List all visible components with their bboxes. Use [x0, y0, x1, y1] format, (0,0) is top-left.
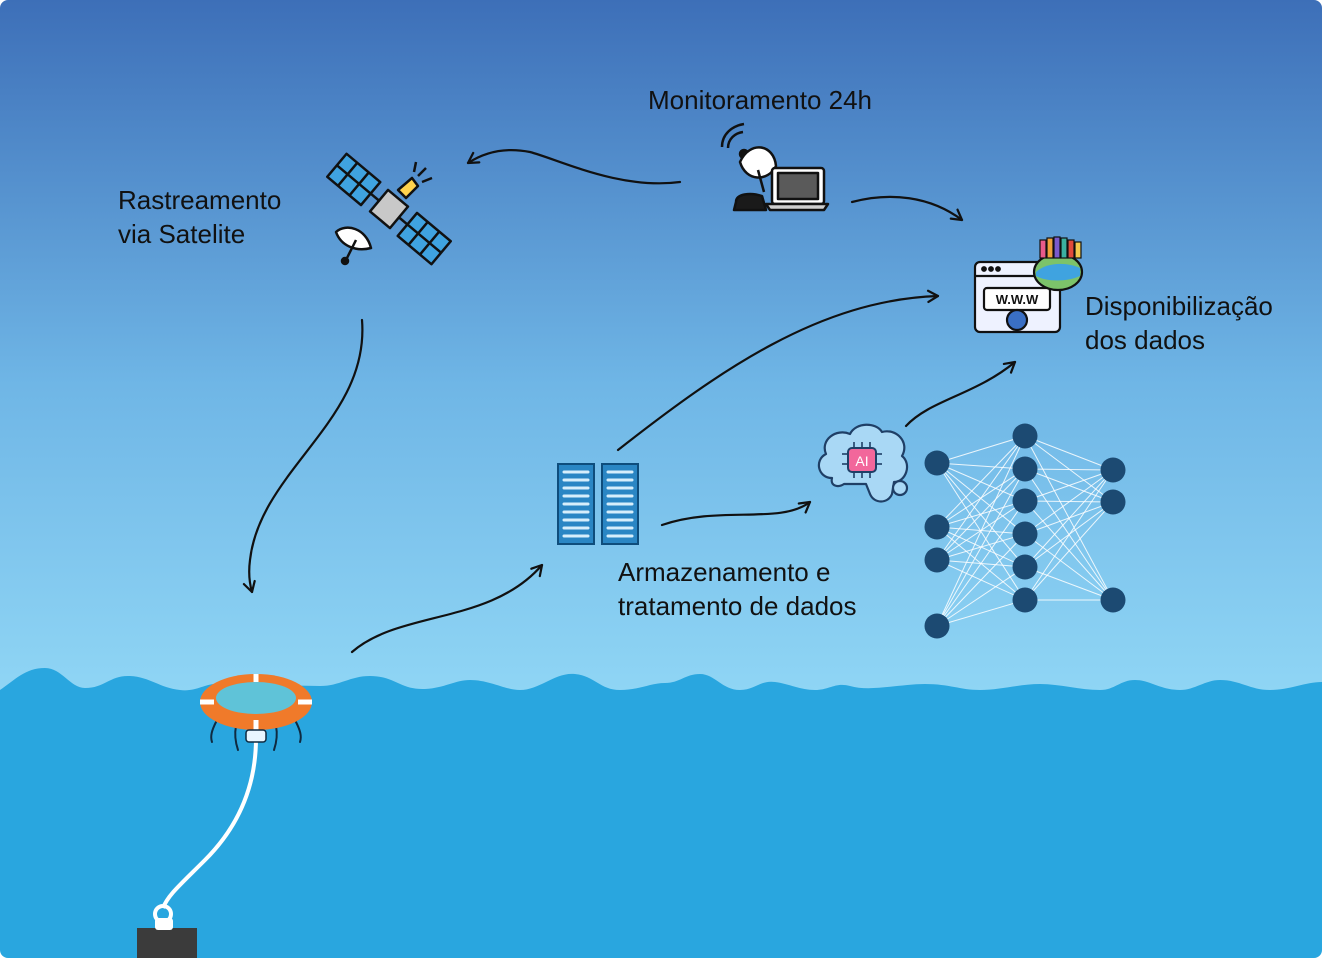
label-monitoring: Monitoramento 24h	[648, 83, 872, 117]
nn-node	[1012, 521, 1038, 547]
nn-connection	[936, 500, 1026, 627]
nn-connection	[936, 435, 1026, 464]
nn-connection	[1024, 533, 1114, 601]
nn-connection	[936, 435, 1026, 627]
nn-connection	[936, 468, 1026, 627]
arrow-satellite-to-buoy	[242, 318, 364, 594]
label-publishing-line-2: dos dados	[1085, 325, 1205, 355]
nn-connection	[936, 435, 1026, 528]
nn-connection	[1024, 435, 1114, 471]
arrow-buoy-to-storage	[350, 563, 544, 654]
arrow-monitoring-to-satellite	[466, 149, 682, 185]
monitoring-station-icon	[712, 122, 830, 214]
label-satellite-tracking: Rastreamento via Satelite	[118, 183, 281, 251]
nn-connection	[1024, 469, 1114, 568]
buoy-icon	[196, 664, 316, 760]
nn-node	[1012, 587, 1038, 613]
mooring-line	[161, 737, 258, 909]
nn-node	[1012, 456, 1038, 482]
nn-node	[924, 514, 950, 540]
anchor-block	[137, 904, 197, 958]
label-publishing-line-1: Disponibilização	[1085, 291, 1273, 321]
label-storage-processing: Armazenamento e tratamento de dados	[618, 555, 857, 623]
nn-connection	[936, 599, 1026, 627]
web-portal-icon: W.W.W	[972, 232, 1094, 336]
nn-connection	[1024, 566, 1114, 601]
neural-network	[924, 423, 1126, 639]
nn-node	[1100, 457, 1126, 483]
sea-surface	[0, 668, 1322, 958]
nn-node	[924, 547, 950, 573]
nn-connection	[1024, 469, 1114, 601]
arrow-monitoring-to-portal	[850, 195, 964, 222]
label-storage-line-1: Armazenamento e	[618, 557, 831, 587]
nn-node	[1012, 554, 1038, 580]
nn-connection	[1024, 469, 1114, 502]
label-satellite-line-2: via Satelite	[118, 219, 246, 249]
nn-connection	[1024, 468, 1114, 471]
satellite-icon	[326, 148, 452, 270]
label-satellite-line-1: Rastreamento	[118, 185, 282, 215]
ai-brain-icon: AI	[812, 420, 914, 510]
server-rack-icon	[556, 462, 642, 546]
nn-connection	[1024, 501, 1114, 601]
nn-connection	[936, 566, 1026, 627]
nn-connection	[936, 533, 1026, 627]
nn-node	[1012, 488, 1038, 514]
nn-node	[1100, 587, 1126, 613]
flow-arrows	[242, 149, 1017, 654]
arrow-ai-to-portal	[904, 360, 1017, 428]
nn-node	[924, 613, 950, 639]
browser-url-text: W.W.W	[996, 292, 1039, 307]
nn-node	[1100, 489, 1126, 515]
nn-connection	[1024, 469, 1114, 535]
arrow-storage-to-portal	[616, 289, 940, 452]
ai-chip-label: AI	[855, 453, 868, 469]
label-data-publishing: Disponibilização dos dados	[1085, 289, 1273, 357]
nn-node	[1012, 423, 1038, 449]
nn-connection	[936, 435, 1026, 561]
arrow-storage-to-ai	[660, 500, 812, 527]
label-storage-line-2: tratamento de dados	[618, 591, 857, 621]
nn-connection	[936, 468, 1026, 561]
nn-node	[924, 450, 950, 476]
label-monitoring-text: Monitoramento 24h	[648, 85, 873, 115]
